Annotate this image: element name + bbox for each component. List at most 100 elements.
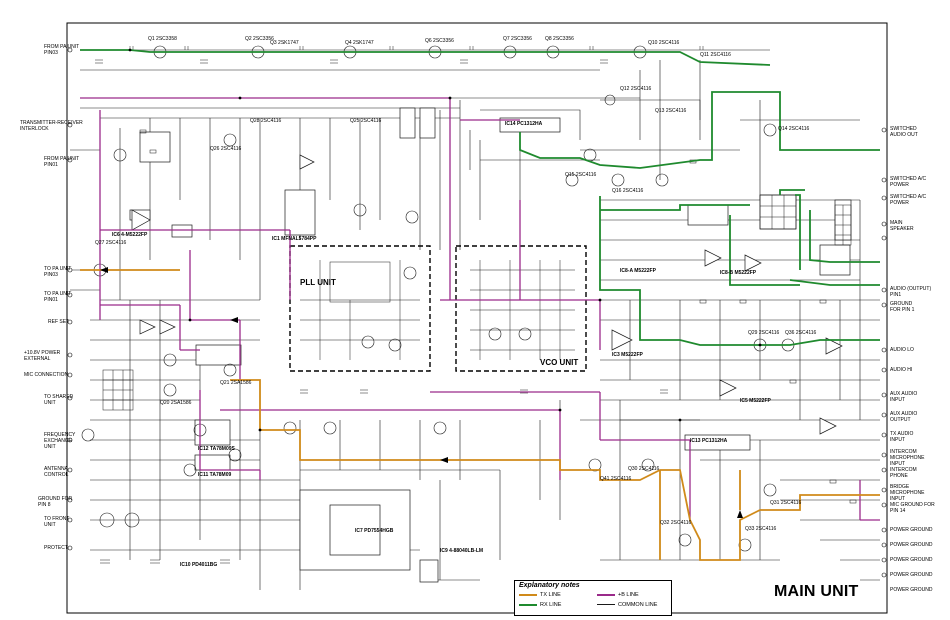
- legend-rx-swatch: [519, 603, 537, 606]
- legend-box: Explanatory notes TX LINE RX LINE +B LIN…: [514, 580, 672, 616]
- legend-tx-swatch: [519, 593, 537, 596]
- q29-label: Q29 2SC4116: [748, 330, 780, 336]
- legend-common-swatch: [597, 604, 615, 606]
- q41-label: Q41 2SC4116: [600, 476, 632, 482]
- ic9-label: IC9 4-88040LB-LM: [440, 548, 484, 554]
- q6-label: Q6 2SC3356: [425, 38, 454, 44]
- q15-label: Q15 2SC4116: [565, 172, 597, 178]
- terminal-mic-connection: MIC CONNECTION: [24, 372, 69, 378]
- q1-label: Q1 2SC3358: [148, 36, 177, 42]
- q30-label: Q30 2SC4116: [628, 466, 660, 472]
- legend-rx-label: RX LINE: [540, 602, 562, 608]
- junction-dots: [128, 48, 762, 432]
- q21-label: Q21 2SA1586: [220, 380, 252, 386]
- q26-label: Q26 2SC4116: [210, 146, 242, 152]
- ic7-label: IC7 PD7554HGB: [355, 528, 394, 534]
- q25-label: Q25 2SC4116: [350, 118, 382, 124]
- legend-vb: +B LINE: [597, 592, 639, 598]
- rx-line-wiring: [80, 49, 880, 346]
- pll-unit-box: [289, 245, 431, 372]
- q12-label: Q12 2SC4116: [620, 86, 652, 92]
- signal-arrows: [100, 267, 743, 518]
- legend-heading: Explanatory notes: [519, 582, 580, 589]
- passive-components: [95, 46, 857, 564]
- legend-common: COMMON LINE: [597, 602, 657, 608]
- legend-common-label: COMMON LINE: [618, 602, 658, 608]
- terminal-power-ground-5: POWER GROUND: [890, 587, 933, 593]
- ic1-label: IC1 MFNAL5784PP: [272, 236, 317, 242]
- vco-unit-label: VCO UNIT: [540, 358, 579, 367]
- ic12-label: IC12 TA78M09S: [198, 446, 235, 452]
- terminal-audio-hi: AUDIO HI: [890, 367, 913, 373]
- ic8a-label: IC8-A M5222FP: [620, 268, 656, 274]
- q2-label: Q2 2SC3356: [245, 36, 274, 42]
- ic3-label: IC3 M5222FP: [612, 352, 643, 358]
- terminal-protect: PROTECT: [44, 545, 68, 551]
- q20-label: Q20 2SA1586: [160, 400, 192, 406]
- common-wiring: [70, 49, 880, 590]
- ic8b-label: IC8-B M5222FP: [720, 270, 757, 276]
- q36-label: Q36 2SC4116: [785, 330, 817, 336]
- q4-label: Q4 2SK1747: [345, 40, 374, 46]
- q13-label: Q13 2SC4116: [655, 108, 687, 114]
- q28-label: Q28 2SC4116: [250, 118, 282, 124]
- legend-vb-label: +B LINE: [618, 592, 639, 598]
- legend-vb-swatch: [597, 593, 615, 596]
- ic5-label: IC5 M5222FP: [740, 398, 771, 404]
- diagram-title: MAIN UNIT: [774, 583, 859, 600]
- terminal-audio-lo: AUDIO LO: [890, 347, 914, 353]
- q7-label: Q7 2SC3356: [503, 36, 532, 42]
- q27-label: Q27 2SC4116: [95, 240, 127, 246]
- pll-vco-interior: [300, 260, 575, 360]
- sheet-border: [66, 22, 888, 614]
- ic-blocks: [129, 107, 852, 583]
- q3-label: Q3 2SK1747: [270, 40, 299, 46]
- pll-unit-label: PLL UNIT: [300, 278, 336, 287]
- ic11-label: IC11 TA78M09: [198, 472, 232, 478]
- q8-label: Q8 2SC3356: [545, 36, 574, 42]
- ic14-label: IC14 PC1312HA: [505, 121, 543, 127]
- q31-label: Q31 2SC4116: [770, 500, 802, 506]
- left-terminals: [67, 47, 73, 551]
- plus-b-line-wiring: [80, 97, 880, 521]
- ic13-label: IC13 PC1312HA: [690, 438, 728, 444]
- q11-label: Q11 2SC4116: [700, 52, 731, 58]
- vco-unit-box: [455, 245, 587, 372]
- ic6-label: IC6 4-M5222FP: [112, 232, 148, 238]
- q10-label: Q10 2SC4116: [648, 40, 680, 46]
- terminal-power-ground-4: POWER GROUND: [890, 572, 933, 578]
- terminal-power-ground-1: POWER GROUND: [890, 527, 933, 533]
- terminal-power-ground-3: POWER GROUND: [890, 557, 933, 563]
- terminal-power-ground-2: POWER GROUND: [890, 542, 933, 548]
- ic10-label: IC10 PD4011BG: [180, 562, 218, 568]
- legend-tx-label: TX LINE: [540, 592, 561, 598]
- terminal-audio-output-pin1: AUDIO (OUTPUT)PIN1: [890, 286, 932, 298]
- legend-tx: TX LINE: [519, 592, 561, 598]
- q16-label: Q16 2SC4116: [612, 188, 644, 194]
- q14-label: Q14 2SC4116: [778, 126, 810, 132]
- q33-label: Q33 2SC4116: [745, 526, 777, 532]
- opamp-symbols: [131, 154, 843, 435]
